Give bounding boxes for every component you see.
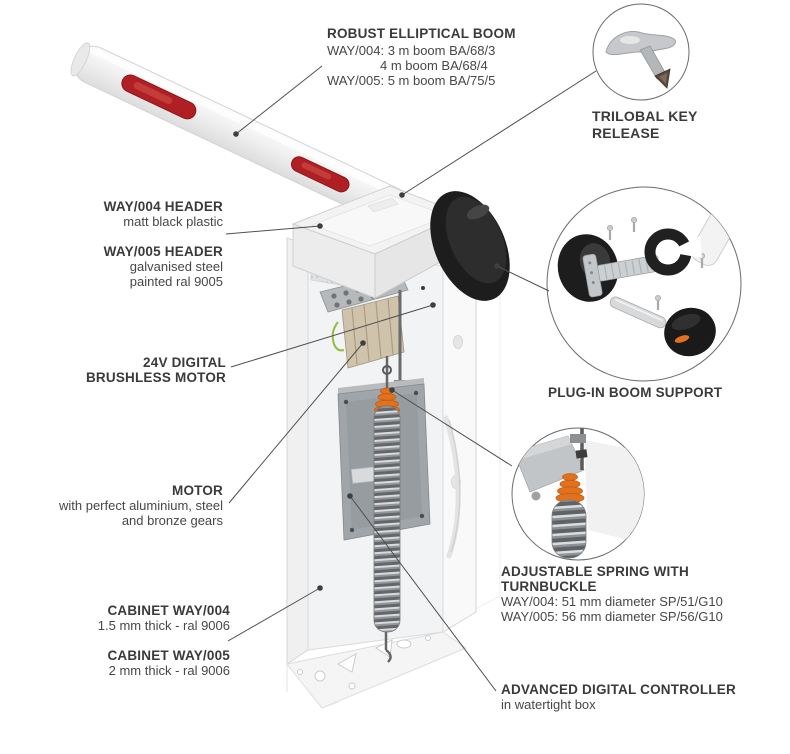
label-advanced-digital-controller: ADVANCED DIGITAL CONTROLLER in watertigh… — [501, 682, 736, 712]
label-cabinet-way004: CABINET WAY/004 1.5 mm thick - ral 9006 — [97, 603, 230, 633]
cables — [443, 415, 461, 559]
balancing-spring — [373, 356, 401, 663]
boom-reflective-strip — [121, 74, 197, 120]
trilobal-key-icon — [605, 31, 676, 89]
label-24v-brushless-motor: 24V DIGITAL BRUSHLESS MOTOR — [85, 355, 226, 385]
brand-logo-mark — [674, 335, 690, 343]
label-adjustable-spring: ADJUSTABLE SPRING WITH TURNBUCKLE WAY/00… — [501, 564, 723, 624]
label-row: 4 m boom BA/68/4 — [380, 58, 488, 73]
label-way005-header: WAY/005 HEADER galvanised steel painted … — [103, 244, 223, 289]
label-trilobal-key-release: TRILOBAL KEY RELEASE — [592, 108, 698, 141]
label-cabinet-way005: CABINET WAY/005 2 mm thick - ral 9006 — [107, 648, 230, 678]
label-plug-in-boom-support: PLUG-IN BOOM SUPPORT — [548, 385, 723, 400]
ground-wire — [331, 321, 345, 352]
leader-dots — [233, 131, 500, 591]
boom-support-drum — [430, 191, 510, 301]
label-row: WAY/005: 5 m boom BA/75/5 — [327, 73, 496, 88]
label-motor: MOTOR with perfect aluminium, steel and … — [58, 483, 223, 528]
spring-detail-view — [513, 428, 644, 559]
plug-in-boom-support-exploded-view — [557, 208, 738, 357]
label-row: WAY/004: 3 m boom BA/68/3 — [327, 43, 496, 58]
leader-lines — [225, 65, 597, 692]
label-robust-elliptical-boom: ROBUST ELLIPTICAL BOOM WAY/004: 3 m boom… — [327, 26, 516, 88]
label-way004-header: WAY/004 HEADER matt black plastic — [103, 199, 223, 229]
label-title: ROBUST ELLIPTICAL BOOM — [327, 26, 516, 41]
header-cap — [291, 185, 464, 299]
boom-arm-illustration — [70, 42, 422, 231]
boom-reflective-strip — [290, 156, 350, 193]
